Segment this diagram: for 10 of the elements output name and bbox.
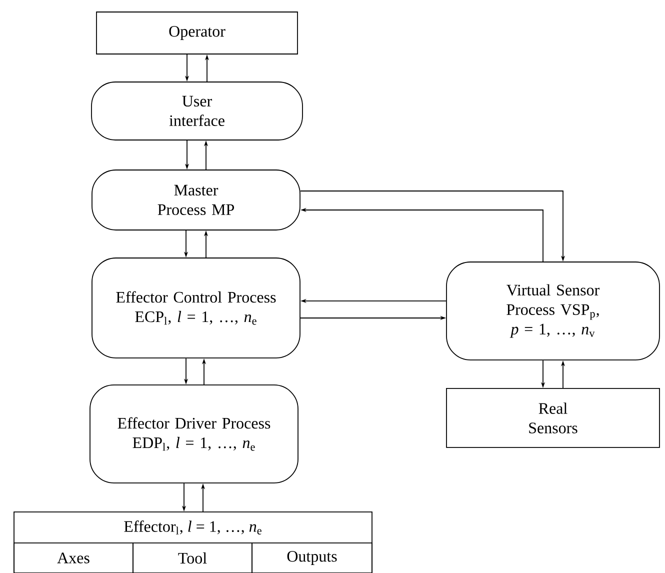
process-box: Effector Control Process ECP$_{l}$, l = 1, …, n$_{e}$ [92, 258, 300, 358]
process-box: Master Process MP [92, 170, 300, 230]
table-cell: Axes [14, 542, 134, 573]
process-box: Virtual Sensor Process VSP$_{p}$, p = 1, …, n$_{v}$ [446, 262, 660, 360]
process-box: Real Sensors [446, 388, 660, 448]
process-box: Effector Driver Process EDP$_{l}$, l = 1, …, n$_{e}$ [90, 384, 298, 484]
process-box: Operator [96, 12, 298, 54]
table-cell: Tool [132, 542, 252, 573]
process-box: User interface [91, 82, 303, 140]
table-cell: Outputs [252, 542, 372, 573]
